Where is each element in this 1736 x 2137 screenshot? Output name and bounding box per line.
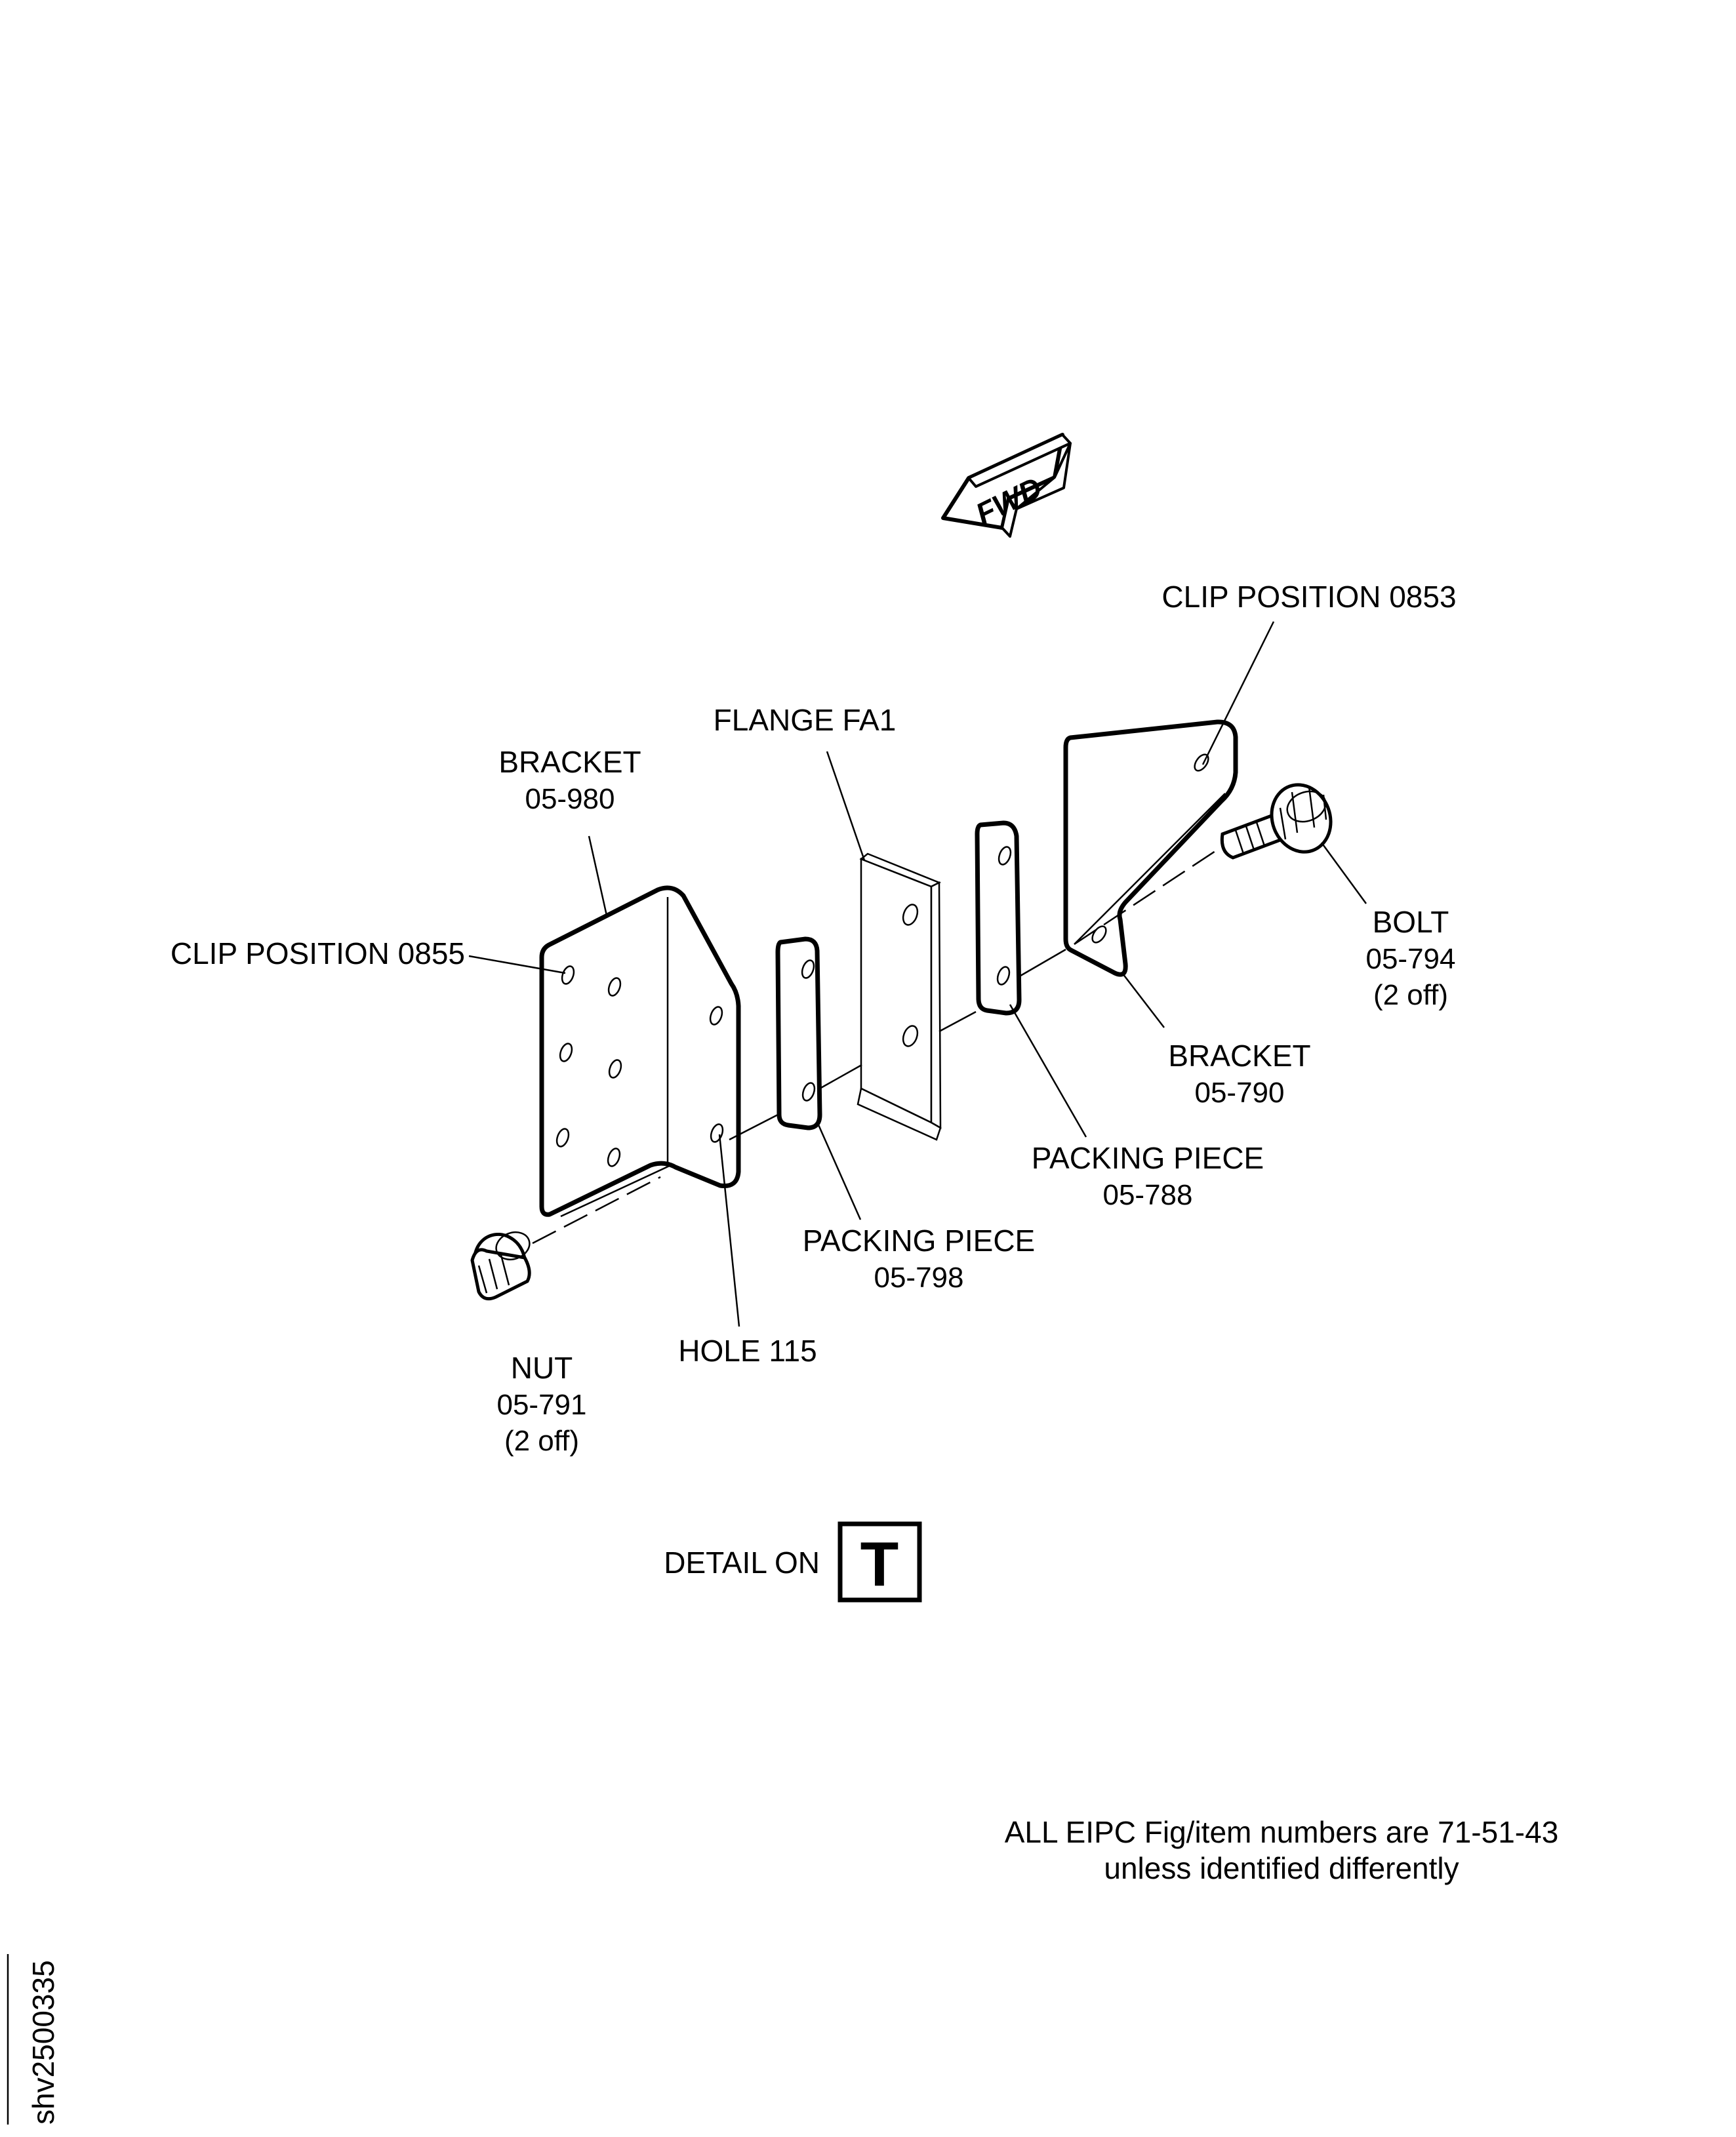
leader-clip-position-0853 [1201,621,1275,765]
drawing-id: shv2500335 [26,1960,60,2125]
label-hole-115: HOLE 115 [678,1334,817,1368]
label-nut-05-791: NUT [511,1351,573,1385]
packing-piece-05-788 [975,820,1022,1016]
flange-fa1 [857,852,942,1141]
bolt-05-794 [1220,783,1333,860]
leader-bracket-05-790 [1122,973,1165,1028]
label-bolt-05-794: BOLT [1373,905,1449,939]
fwd-arrow-icon: FWD [941,433,1072,538]
bracket-hole [607,1148,621,1167]
label-packing-piece-05-788: PACKING PIECE [1032,1141,1264,1175]
leader-hole-115 [718,1134,740,1327]
label-nut-05-791-qty: (2 off) [504,1425,579,1457]
label-bolt-05-794-number: 05-794 [1365,943,1455,975]
leader-clip-position-0855 [468,955,566,974]
leader-bracket-05-980 [588,835,608,916]
detail-letter: T [860,1529,899,1599]
packing-piece-05-798 [775,936,822,1130]
leader-packing-piece-05-798 [816,1121,862,1220]
label-bolt-05-794-qty: (2 off) [1373,979,1448,1011]
label-flange-fa1: FLANGE FA1 [714,703,897,737]
nut-05-791 [470,1231,531,1301]
bracket-hole [608,1059,622,1079]
assembly-axis-lower [532,1176,661,1245]
bracket-hole [559,1043,573,1062]
bracket-05-980 [539,885,741,1218]
label-bracket-05-790-number: 05-790 [1194,1077,1284,1109]
label-packing-piece-05-788-number: 05-788 [1102,1179,1192,1211]
label-bracket-05-790: BRACKET [1168,1039,1310,1073]
label-clip-position-0855: CLIP POSITION 0855 [171,936,465,970]
label-bracket-05-980-number: 05-980 [525,783,615,815]
note-line-1: ALL EIPC Fig/item numbers are 71-51-43 [1005,1815,1559,1849]
bracket-hole [555,1128,570,1148]
leader-packing-piece-05-788 [1009,1004,1087,1138]
leader-flange-fa1 [826,751,866,861]
leader-bolt-05-794 [1320,842,1367,904]
bracket-hole [709,1006,723,1026]
bracket-05-790 [1063,719,1238,977]
label-nut-05-791-number: 05-791 [496,1389,586,1421]
label-bracket-05-980: BRACKET [498,745,641,779]
assembly-axis-link [729,948,1066,1141]
detail-box [838,1521,922,1603]
assembly-axis-upper [1074,849,1218,946]
note-line-2: unless identified differently [1104,1851,1459,1885]
label-packing-piece-05-798: PACKING PIECE [803,1224,1035,1258]
label-clip-position-0853: CLIP POSITION 0853 [1161,580,1456,614]
label-packing-piece-05-798-number: 05-798 [874,1262,963,1294]
detail-label: DETAIL ON [664,1546,820,1580]
bracket-hole [607,977,622,997]
